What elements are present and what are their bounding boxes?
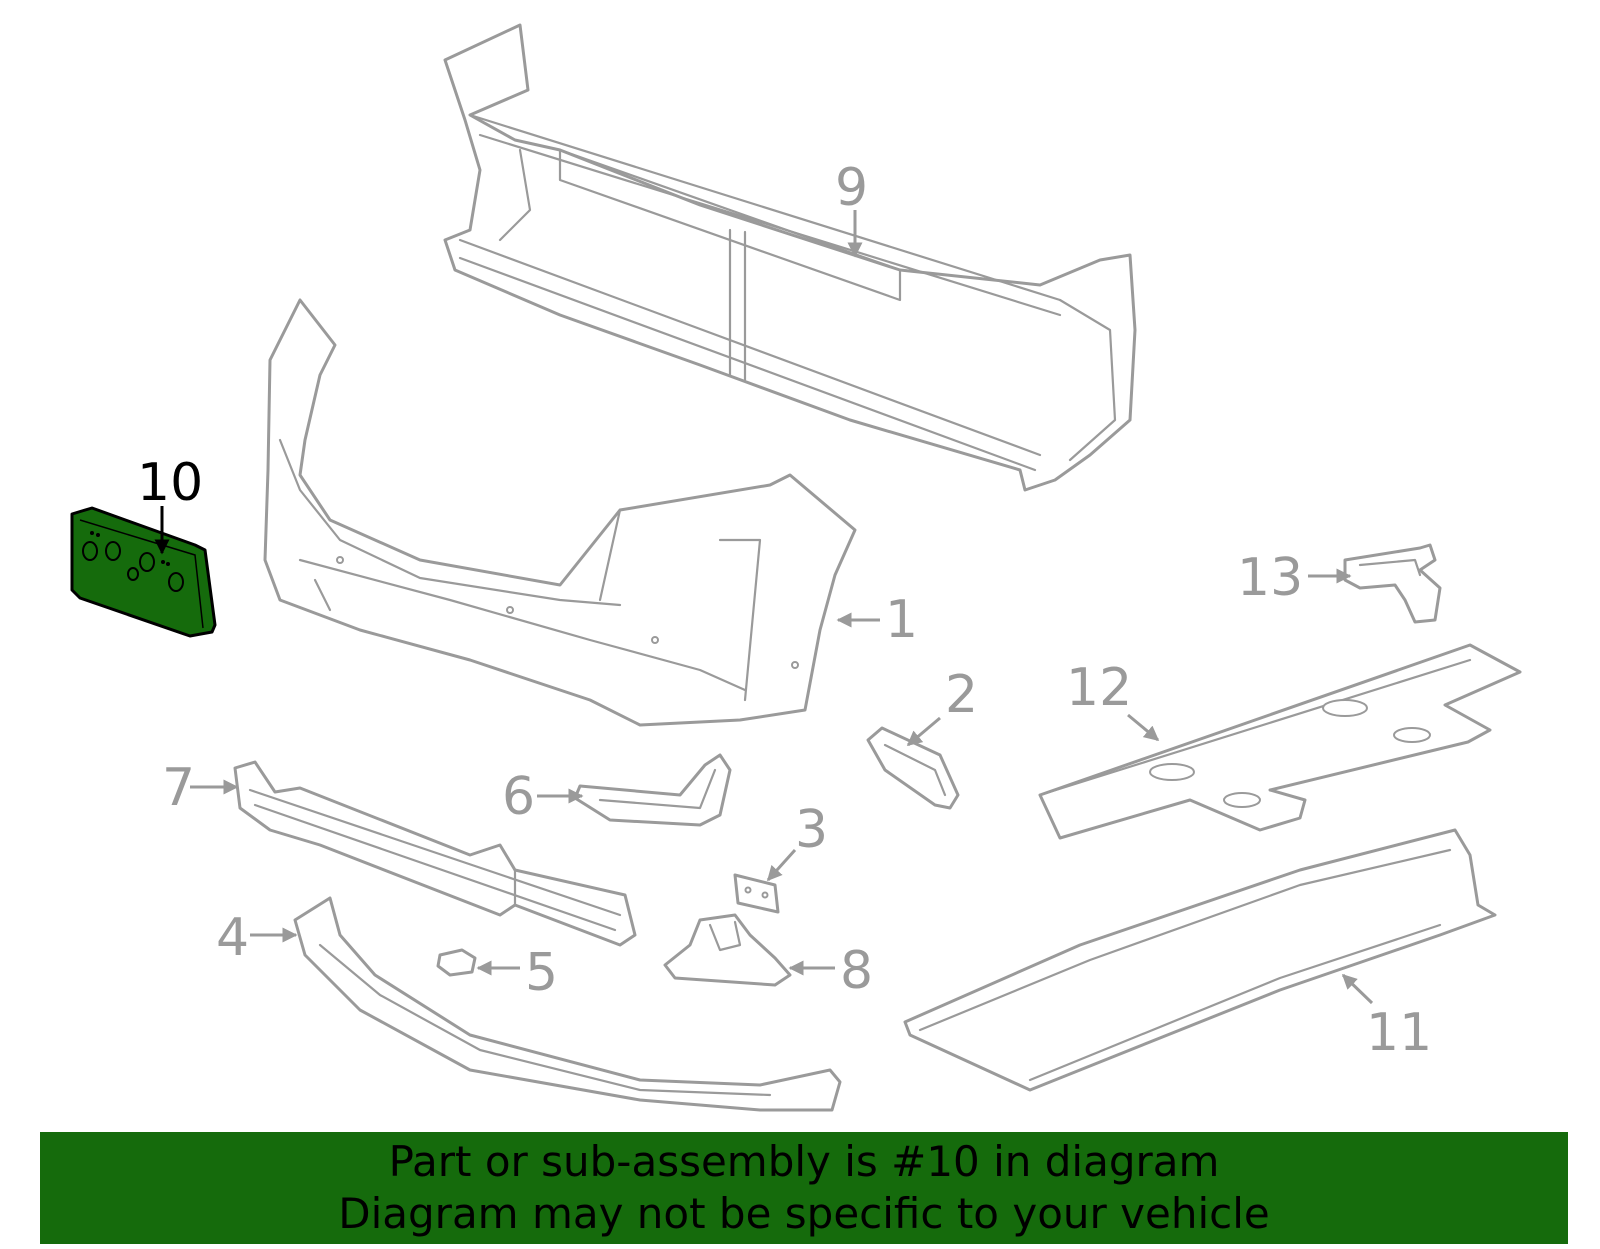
part-8-mounting-bracket — [663, 913, 792, 987]
callout-10: 10 — [137, 453, 203, 513]
callout-3: 3 — [795, 800, 828, 860]
callout-12: 12 — [1066, 658, 1132, 718]
part-10-license-plate-bracket — [70, 506, 217, 638]
callout-1: 1 — [885, 590, 918, 650]
callout-13: 13 — [1237, 548, 1303, 608]
part-5-clip — [436, 948, 477, 977]
callout-9: 9 — [835, 158, 868, 218]
part-12-underbody-shield — [1038, 643, 1522, 840]
callout-7: 7 — [162, 758, 195, 818]
banner-line-2: Diagram may not be specific to your vehi… — [338, 1189, 1270, 1238]
callout-2: 2 — [945, 665, 978, 725]
callout-5: 5 — [525, 943, 558, 1003]
part-1-bumper-cover — [263, 298, 857, 727]
part-2-side-bracket — [866, 726, 960, 810]
part-11-lower-shield — [903, 828, 1497, 1092]
part-4-lower-deflector — [293, 896, 842, 1112]
callout-11: 11 — [1366, 1003, 1432, 1063]
banner-line-1: Part or sub-assembly is #10 in diagram — [388, 1137, 1220, 1186]
part-6-bracket — [573, 753, 732, 827]
callout-8: 8 — [840, 941, 873, 1001]
callout-6: 6 — [502, 767, 535, 827]
callout-2-arrow — [906, 716, 941, 747]
part-7-impact-bar — [233, 760, 637, 947]
part-9-upper-support — [443, 23, 1137, 492]
part-3-small-bracket — [733, 873, 780, 914]
callout-3-arrow — [766, 848, 797, 882]
callout-12-arrow — [1127, 713, 1160, 742]
callout-4: 4 — [216, 908, 249, 968]
callout-11-arrow — [1341, 973, 1374, 1005]
info-banner: Part or sub-assembly is #10 in diagram D… — [40, 1132, 1568, 1244]
part-13-bracket — [1343, 543, 1442, 624]
